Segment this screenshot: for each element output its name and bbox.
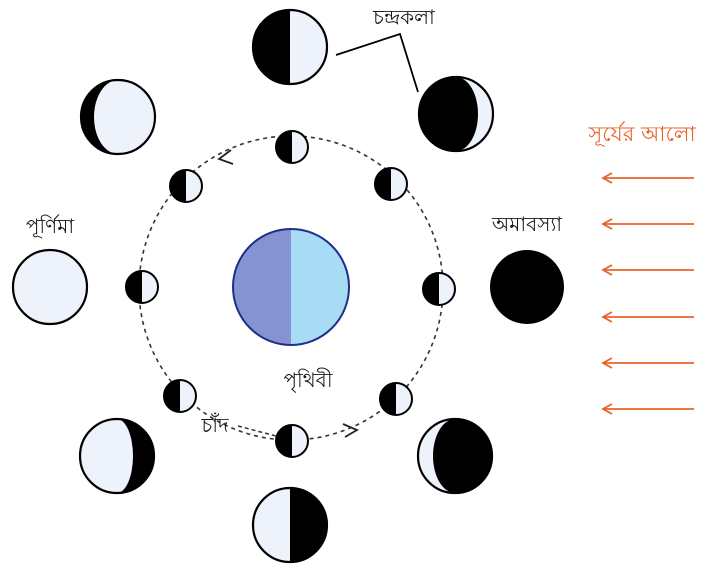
- orbit-moon: [170, 170, 202, 202]
- full-moon-label: পূর্ণিমা: [26, 214, 75, 238]
- moon-label: চাঁদ: [200, 413, 229, 437]
- orbit-moon: [276, 131, 308, 163]
- phase-moon-lower-right: [418, 419, 492, 493]
- orbit-moon: [380, 383, 412, 415]
- moon-label-dash: [238, 426, 276, 436]
- earth: [233, 229, 349, 345]
- phase-moon-upper-right: [419, 77, 493, 151]
- phases-label: চন্দ্রকলা: [372, 5, 436, 29]
- phase-moon-upper-left: [81, 80, 155, 154]
- orbit-arrow-top: [219, 150, 233, 164]
- earth-label: পৃথিবী: [283, 368, 332, 392]
- sunlight-arrows: [603, 173, 694, 414]
- phase-moon-bottom: [253, 488, 327, 562]
- phase-moon-top: [253, 10, 327, 84]
- new-moon-label: অমাবস্যা: [491, 212, 563, 236]
- orbit-moon: [423, 273, 455, 305]
- phase-moon-lower-left: [80, 419, 154, 493]
- new-moon: [490, 250, 564, 324]
- orbit-moon: [126, 271, 158, 303]
- sunlight-label: সূর্যের আলো: [587, 121, 696, 146]
- orbit-moon: [375, 168, 407, 200]
- orbit-moon: [276, 425, 308, 457]
- orbit-arrow-bottom: [343, 424, 357, 437]
- full-moon: [13, 250, 87, 324]
- orbit-moon: [164, 380, 196, 412]
- phases-leader-line: [336, 34, 418, 92]
